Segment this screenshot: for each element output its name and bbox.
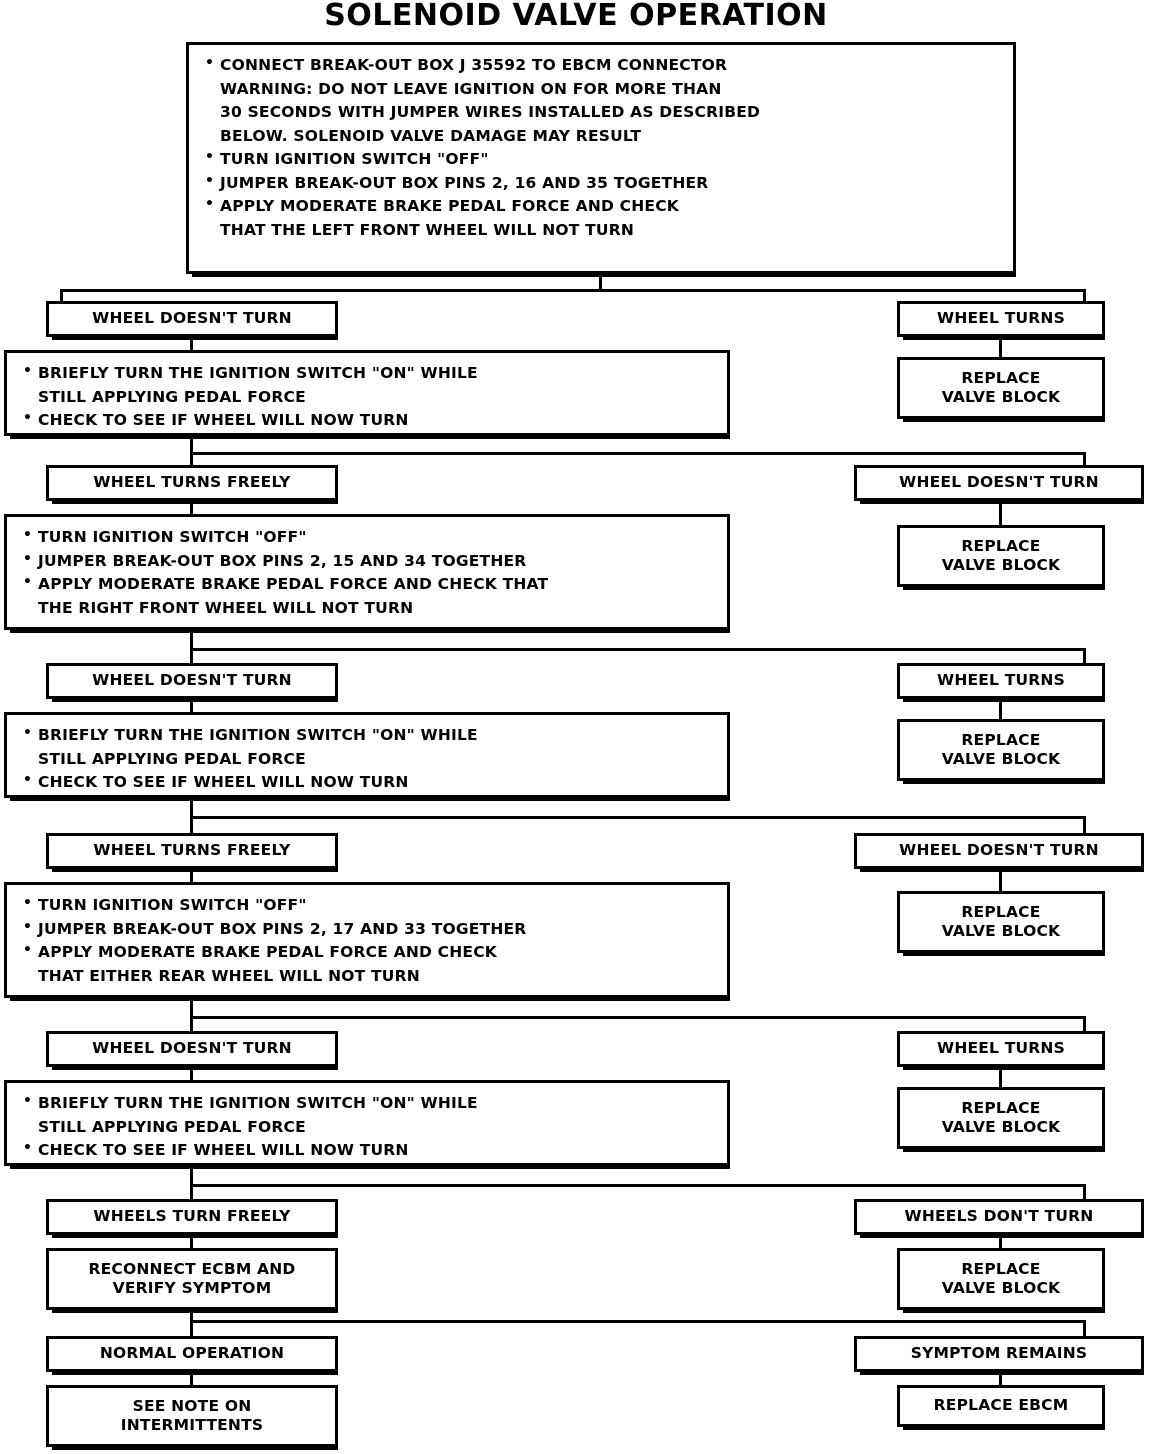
- list-item: BRIEFLY TURN THE IGNITION SWITCH "ON" WH…: [21, 1091, 715, 1139]
- connector-vertical: [999, 699, 1002, 719]
- list-item: CONNECT BREAK-OUT BOX J 35592 TO EBCM CO…: [203, 53, 1001, 78]
- action-box-replace-valve-block-3: REPLACE VALVE BLOCK: [897, 719, 1105, 784]
- action-box-briefly-turn-5: BRIEFLY TURN THE IGNITION SWITCH "ON" WH…: [4, 1080, 730, 1169]
- action-box-see-note-intermittents: SEE NOTE ON INTERMITTENTS: [46, 1385, 338, 1450]
- action-box-replace-valve-block-1: REPLACE VALVE BLOCK: [897, 357, 1105, 422]
- branch-label-wheel-doesnt-turn-3: WHEEL DOESN'T TURN: [46, 663, 338, 702]
- branch-label-wheels-dont-turn-6: WHEELS DON'T TURN: [854, 1199, 1144, 1238]
- connector-vertical: [190, 1235, 193, 1249]
- action-box-turn-ignition-off-2: TURN IGNITION SWITCH "OFF" JUMPER BREAK-…: [4, 514, 730, 633]
- connector-vertical: [1083, 452, 1086, 466]
- branch-label-wheel-turns-1: WHEEL TURNS: [897, 301, 1105, 340]
- list-item: CHECK TO SEE IF WHEEL WILL NOW TURN: [21, 408, 715, 433]
- action-box-replace-valve-block-2: REPLACE VALVE BLOCK: [897, 525, 1105, 590]
- connector-vertical: [190, 337, 193, 351]
- list-item: WARNING: DO NOT LEAVE IGNITION ON FOR MO…: [220, 79, 761, 145]
- connector-vertical: [190, 1166, 193, 1184]
- connector-vertical: [190, 436, 193, 454]
- connector-horizontal: [190, 452, 1084, 455]
- intro-instructions-box: CONNECT BREAK-OUT BOX J 35592 TO EBCM CO…: [186, 42, 1016, 277]
- list-item: JUMPER BREAK-OUT BOX PINS 2, 15 AND 34 T…: [21, 549, 715, 574]
- connector-vertical: [190, 1016, 193, 1032]
- connector-vertical: [999, 1067, 1002, 1087]
- branch-label-wheel-doesnt-turn-2: WHEEL DOESN'T TURN: [854, 465, 1144, 504]
- list-item: APPLY MODERATE BRAKE PEDAL FORCE AND CHE…: [21, 572, 715, 620]
- list-item: TURN IGNITION SWITCH "OFF": [21, 893, 715, 918]
- action-box-replace-valve-block-6: REPLACE VALVE BLOCK: [897, 1248, 1105, 1313]
- connector-vertical: [190, 452, 193, 466]
- list-item: TURN IGNITION SWITCH "OFF": [21, 525, 715, 550]
- action-list: BRIEFLY TURN THE IGNITION SWITCH "ON" WH…: [21, 1091, 715, 1163]
- connector-vertical: [190, 816, 193, 834]
- connector-horizontal: [60, 289, 1086, 292]
- connector-horizontal: [190, 648, 1084, 651]
- connector-vertical: [599, 274, 602, 292]
- connector-vertical: [999, 501, 1002, 525]
- connector-horizontal: [190, 816, 1084, 819]
- connector-vertical: [60, 289, 63, 303]
- connector-horizontal: [190, 1320, 1084, 1323]
- intro-list: CONNECT BREAK-OUT BOX J 35592 TO EBCM CO…: [203, 53, 1001, 242]
- branch-label-wheels-turn-freely-6: WHEELS TURN FREELY: [46, 1199, 338, 1238]
- list-item: TURN IGNITION SWITCH "OFF": [203, 147, 1001, 172]
- action-box-replace-valve-block-5: REPLACE VALVE BLOCK: [897, 1087, 1105, 1152]
- connector-vertical: [190, 501, 193, 515]
- connector-vertical: [1083, 289, 1086, 303]
- branch-label-wheel-doesnt-turn-4: WHEEL DOESN'T TURN: [854, 833, 1144, 872]
- connector-vertical: [999, 869, 1002, 891]
- list-item: APPLY MODERATE BRAKE PEDAL FORCE AND CHE…: [21, 940, 715, 988]
- connector-vertical: [1083, 816, 1086, 834]
- list-item: BRIEFLY TURN THE IGNITION SWITCH "ON" WH…: [21, 361, 715, 409]
- action-list: TURN IGNITION SWITCH "OFF" JUMPER BREAK-…: [21, 893, 715, 988]
- connector-vertical: [190, 699, 193, 713]
- connector-vertical: [999, 337, 1002, 357]
- connector-vertical: [190, 1310, 193, 1322]
- action-box-replace-valve-block-4: REPLACE VALVE BLOCK: [897, 891, 1105, 956]
- connector-horizontal: [190, 1016, 1084, 1019]
- list-item: JUMPER BREAK-OUT BOX PINS 2, 17 AND 33 T…: [21, 917, 715, 942]
- connector-vertical: [190, 1372, 193, 1386]
- list-item: BRIEFLY TURN THE IGNITION SWITCH "ON" WH…: [21, 723, 715, 771]
- outcome-label-symptom-remains: SYMPTOM REMAINS: [854, 1336, 1144, 1375]
- connector-vertical: [190, 798, 193, 816]
- page-title: SOLENOID VALVE OPERATION: [324, 0, 828, 33]
- connector-vertical: [190, 648, 193, 664]
- connector-vertical: [1083, 1016, 1086, 1032]
- connector-vertical: [190, 1320, 193, 1337]
- list-item: CHECK TO SEE IF WHEEL WILL NOW TURN: [21, 1138, 715, 1163]
- action-list: BRIEFLY TURN THE IGNITION SWITCH "ON" WH…: [21, 361, 715, 433]
- action-list: TURN IGNITION SWITCH "OFF" JUMPER BREAK-…: [21, 525, 715, 620]
- connector-vertical: [190, 630, 193, 648]
- connector-vertical: [190, 998, 193, 1016]
- branch-label-wheel-turns-freely-4: WHEEL TURNS FREELY: [46, 833, 338, 872]
- connector-vertical: [999, 1372, 1002, 1386]
- branch-label-wheel-turns-freely-2: WHEEL TURNS FREELY: [46, 465, 338, 504]
- list-item: JUMPER BREAK-OUT BOX PINS 2, 16 AND 35 T…: [203, 171, 1001, 196]
- action-box-reconnect-ecbm: RECONNECT ECBM AND VERIFY SYMPTOM: [46, 1248, 338, 1313]
- connector-vertical: [190, 1184, 193, 1200]
- action-box-briefly-turn-3: BRIEFLY TURN THE IGNITION SWITCH "ON" WH…: [4, 712, 730, 801]
- action-box-replace-ebcm: REPLACE EBCM: [897, 1385, 1105, 1430]
- branch-label-wheel-doesnt-turn-1: WHEEL DOESN'T TURN: [46, 301, 338, 340]
- connector-vertical: [190, 869, 193, 883]
- branch-label-wheel-doesnt-turn-5: WHEEL DOESN'T TURN: [46, 1031, 338, 1070]
- connector-vertical: [1083, 648, 1086, 664]
- list-item: CHECK TO SEE IF WHEEL WILL NOW TURN: [21, 770, 715, 795]
- list-item: APPLY MODERATE BRAKE PEDAL FORCE AND CHE…: [203, 194, 1001, 242]
- branch-label-wheel-turns-5: WHEEL TURNS: [897, 1031, 1105, 1070]
- branch-label-wheel-turns-3: WHEEL TURNS: [897, 663, 1105, 702]
- outcome-label-normal-operation: NORMAL OPERATION: [46, 1336, 338, 1375]
- action-box-turn-ignition-off-4: TURN IGNITION SWITCH "OFF" JUMPER BREAK-…: [4, 882, 730, 1001]
- connector-vertical: [1083, 1320, 1086, 1337]
- action-list: BRIEFLY TURN THE IGNITION SWITCH "ON" WH…: [21, 723, 715, 795]
- action-box-briefly-turn-1: BRIEFLY TURN THE IGNITION SWITCH "ON" WH…: [4, 350, 730, 439]
- connector-horizontal: [190, 1184, 1084, 1187]
- connector-vertical: [190, 1067, 193, 1081]
- connector-vertical: [1083, 1184, 1086, 1200]
- connector-vertical: [999, 1235, 1002, 1249]
